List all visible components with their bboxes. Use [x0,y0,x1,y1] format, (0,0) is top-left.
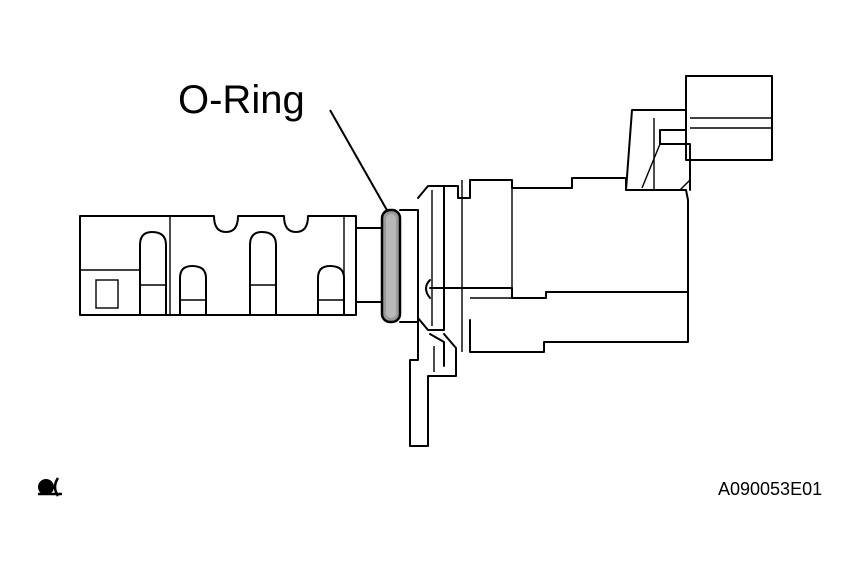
electrical-connector [625,75,773,191]
o-ring [380,208,402,324]
spool-sleeve [79,215,357,316]
remove-icon [38,477,62,497]
o-ring-callout-label: O-Ring [178,78,305,122]
valve-neck [355,209,419,323]
solenoid-housing [417,177,689,353]
callout-leader-line [329,109,389,213]
mounting-bracket [409,321,457,447]
figure-id-label: A090053E01 [718,479,823,499]
